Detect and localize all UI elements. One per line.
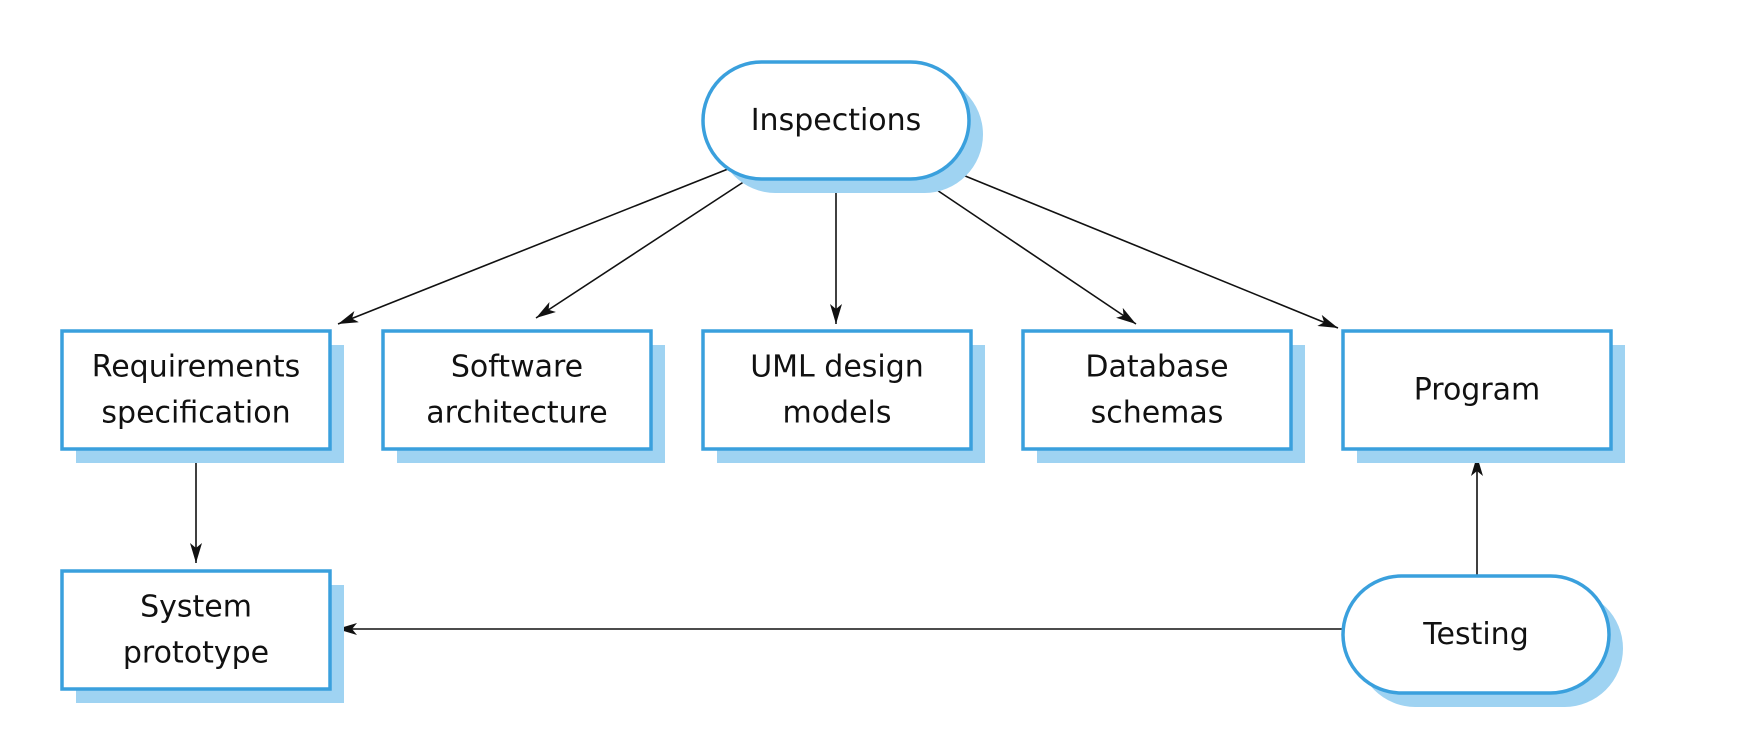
node-database: Database schemas bbox=[1021, 329, 1305, 463]
node-frame bbox=[381, 329, 653, 451]
node-frame bbox=[1021, 329, 1293, 451]
node-prototype: System prototype bbox=[60, 569, 344, 703]
node-frame bbox=[701, 329, 973, 451]
node-inspections: Inspections bbox=[701, 60, 983, 193]
node-label: Testing bbox=[1422, 617, 1528, 652]
node-label: architecture bbox=[426, 396, 608, 431]
node-label: Database bbox=[1085, 350, 1228, 385]
node-frame bbox=[1341, 329, 1613, 451]
node-requirements: Requirements specification bbox=[60, 329, 344, 463]
node-label: System bbox=[140, 590, 252, 625]
node-label: schemas bbox=[1091, 396, 1224, 431]
node-label: specification bbox=[101, 396, 290, 431]
arrow-inspections-requirements bbox=[337, 168, 729, 325]
node-label: Program bbox=[1414, 373, 1541, 408]
node-frame bbox=[60, 329, 332, 451]
arrow-inspections-architecture bbox=[535, 180, 746, 319]
node-label: Requirements bbox=[92, 350, 301, 385]
node-testing: Testing bbox=[1341, 574, 1623, 707]
node-frame bbox=[60, 569, 332, 691]
node-label: Software bbox=[451, 350, 583, 385]
node-uml: UML design models bbox=[701, 329, 985, 463]
arrow-inspections-database bbox=[924, 181, 1137, 325]
node-frame bbox=[1341, 574, 1611, 695]
arrow-inspections-program bbox=[947, 168, 1339, 329]
node-label: prototype bbox=[123, 636, 269, 671]
node-program: Program bbox=[1341, 329, 1625, 463]
node-label: models bbox=[782, 396, 891, 431]
connectors bbox=[190, 168, 1483, 635]
node-label: UML design bbox=[750, 350, 924, 385]
node-label: Inspections bbox=[751, 103, 922, 138]
node-architecture: Software architecture bbox=[381, 329, 665, 463]
node-frame bbox=[701, 60, 971, 181]
